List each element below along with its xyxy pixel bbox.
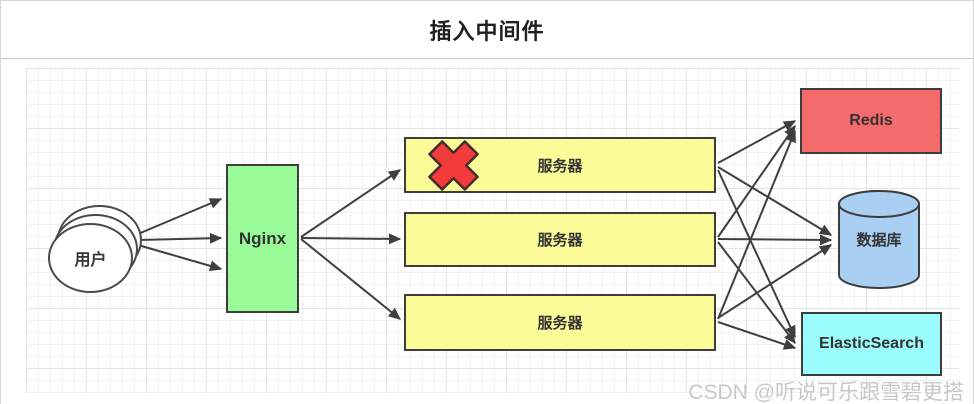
nginx-node-label: Nginx xyxy=(238,228,287,248)
elasticsearch-node: ElasticSearch xyxy=(801,312,942,376)
elasticsearch-node-label: ElasticSearch xyxy=(819,335,924,352)
server-node-3-label: 服务器 xyxy=(537,315,583,332)
nginx-node: Nginx xyxy=(226,164,299,313)
redis-node: Redis xyxy=(800,88,942,154)
server-node-3: 服务器 xyxy=(404,294,716,351)
database-node xyxy=(838,189,920,295)
server-node-1-label: 服务器 xyxy=(537,157,583,175)
user-node-label: 用户 xyxy=(74,252,107,269)
page-title: 插入中间件 xyxy=(429,18,545,44)
diagram-header: 插入中间件 xyxy=(1,1,973,59)
failure-x-icon xyxy=(425,140,482,196)
user-node: 用户 xyxy=(48,223,133,293)
server-node-2: 服务器 xyxy=(404,212,716,267)
server-node-2-label: 服务器 xyxy=(537,232,583,249)
csdn-watermark: CSDN @听说可乐跟雪碧更搭 xyxy=(688,381,964,404)
redis-node-label: Redis xyxy=(849,112,893,129)
database-node-label: 数据库 xyxy=(856,232,902,249)
